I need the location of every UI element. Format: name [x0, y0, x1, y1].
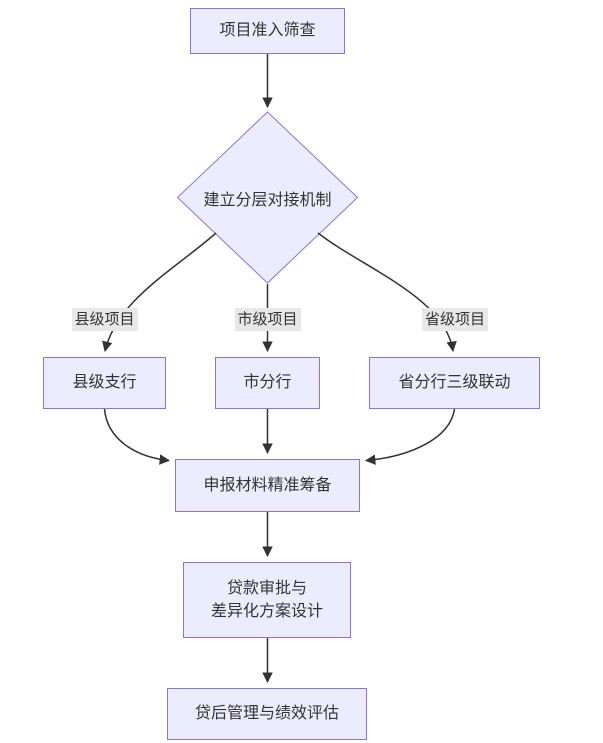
- node-screening: 项目准入筛查: [190, 8, 345, 54]
- edge-decision-province: [317, 232, 457, 353]
- node-decision: 建立分层对接机制: [203, 191, 332, 209]
- node-county-branch: 县级支行: [43, 357, 166, 409]
- edge-label-city: 市级项目: [234, 308, 301, 331]
- node-materials: 申报材料精准筹备: [175, 459, 360, 512]
- edge-decision-county: [102, 232, 217, 353]
- edge-label-county: 县级项目: [71, 308, 138, 331]
- node-city-branch: 市分行: [215, 357, 320, 409]
- edge-county-materials: [103, 408, 171, 465]
- node-post-loan: 贷后管理与绩效评估: [167, 688, 367, 740]
- edge-province-materials: [364, 408, 456, 465]
- edge-label-province: 省级项目: [421, 308, 489, 331]
- decision-diamond-shape: [176, 111, 359, 284]
- node-approval: 贷款审批与 差异化方案设计: [183, 562, 351, 638]
- node-province-branch: 省分行三级联动: [369, 357, 540, 409]
